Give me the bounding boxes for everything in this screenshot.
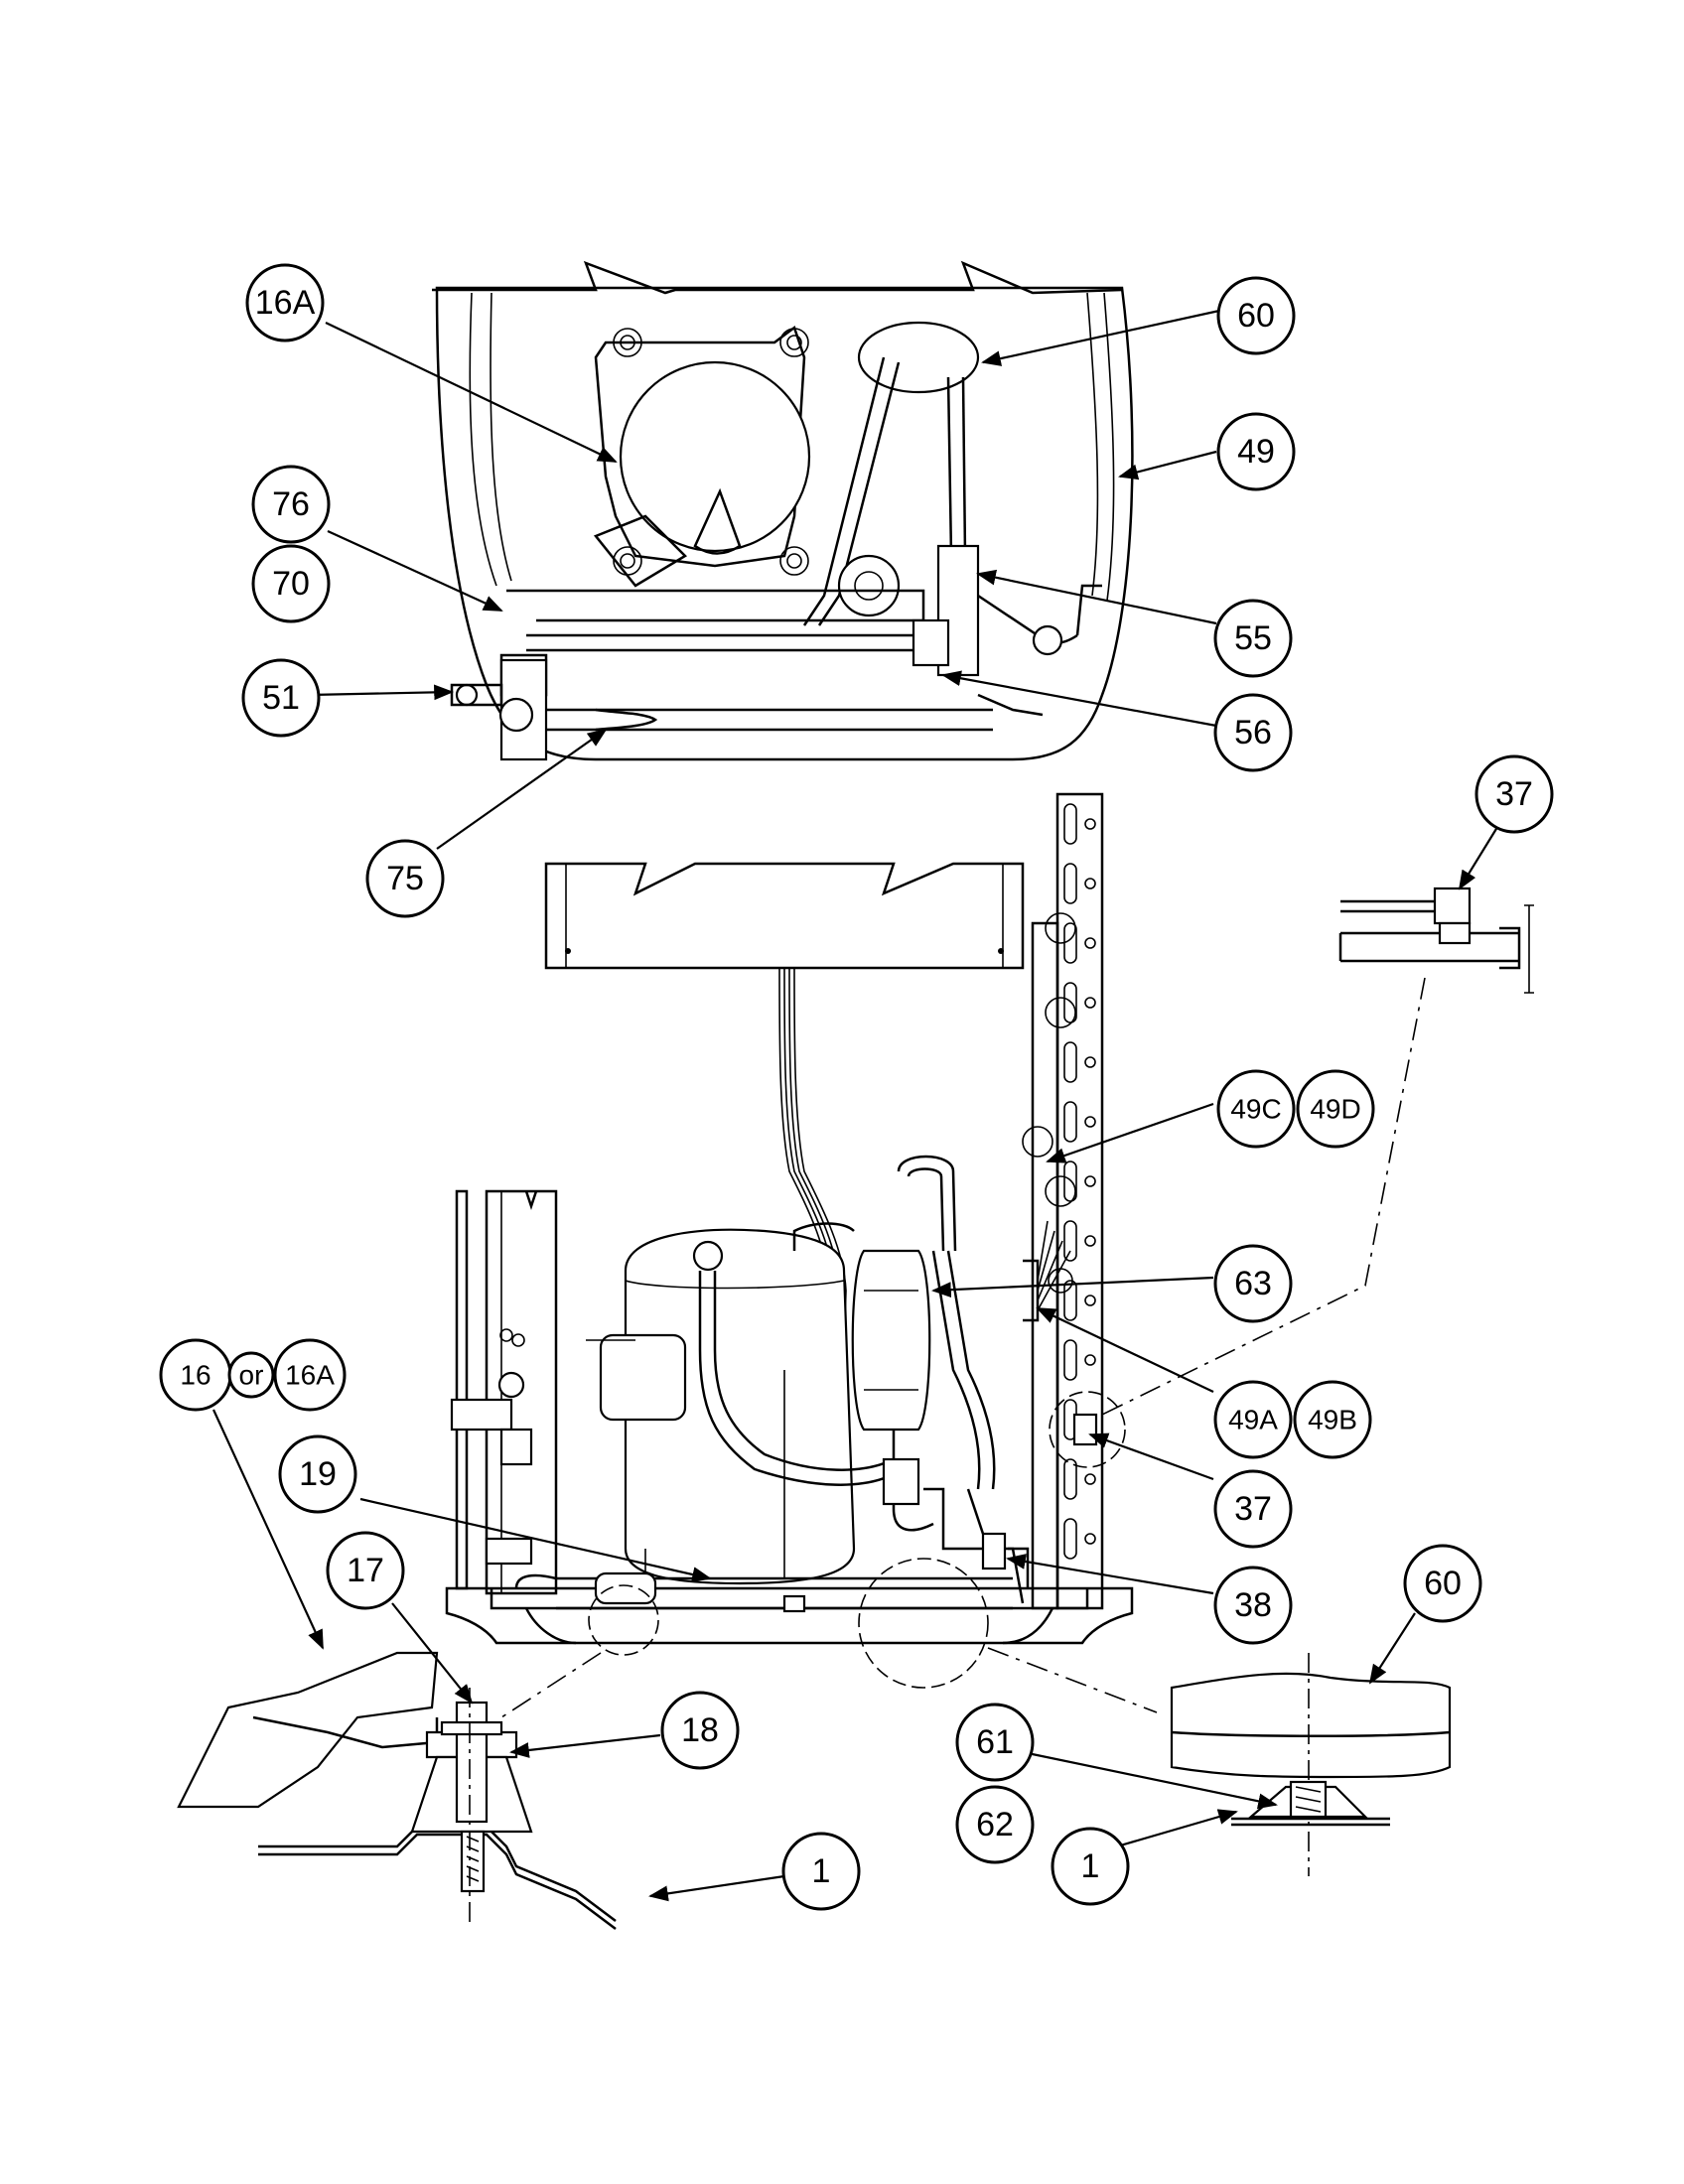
callout-19: 19 xyxy=(278,1434,357,1514)
callout-18: 18 xyxy=(660,1691,740,1770)
callout-label: or xyxy=(239,1360,264,1391)
callout-label: 76 xyxy=(272,485,310,523)
callout-60-top: 60 xyxy=(1216,276,1296,355)
callout-label: 49B xyxy=(1308,1405,1357,1435)
callout-label: 18 xyxy=(681,1711,719,1749)
callout-60-bottom: 60 xyxy=(1403,1544,1482,1623)
callout-or: or xyxy=(227,1351,275,1399)
callout-label: 16A xyxy=(285,1360,335,1391)
detail-leader-left xyxy=(500,1652,602,1718)
callout-label: 55 xyxy=(1234,619,1272,657)
callout-label: 1 xyxy=(812,1852,831,1890)
detail-mount-left xyxy=(177,1651,617,1930)
callout-label: 62 xyxy=(976,1806,1014,1843)
callout-16A-top: 16A xyxy=(245,263,325,342)
callout-label: 75 xyxy=(386,860,424,897)
callout-17: 17 xyxy=(326,1531,405,1610)
middle-assembly-drawing xyxy=(445,792,1134,1689)
detail-leader-37 xyxy=(1101,977,1426,1416)
detail-valve-37 xyxy=(1338,887,1534,994)
callout-label: 17 xyxy=(347,1552,384,1589)
callout-label: 60 xyxy=(1237,297,1275,335)
callout-label: 49D xyxy=(1310,1094,1360,1125)
callout-37-mid: 37 xyxy=(1213,1469,1293,1549)
callout-63: 63 xyxy=(1213,1244,1293,1323)
callout-16: 16 xyxy=(159,1338,232,1412)
callout-label: 51 xyxy=(262,679,300,717)
callout-label: 49C xyxy=(1230,1094,1281,1125)
callout-label: 49 xyxy=(1237,433,1275,471)
callout-49D: 49D xyxy=(1296,1069,1375,1149)
callout-56: 56 xyxy=(1213,693,1293,772)
callout-62: 62 xyxy=(955,1785,1035,1864)
detail-leader-right xyxy=(987,1647,1158,1713)
callout-label: 61 xyxy=(976,1723,1014,1761)
callout-label: 1 xyxy=(1081,1847,1100,1885)
callout-16A-bottom: 16A xyxy=(273,1338,347,1412)
callout-label: 16 xyxy=(180,1360,210,1391)
detail-mount-right xyxy=(1170,1653,1452,1876)
callout-37-top: 37 xyxy=(1474,754,1554,834)
callout-49A: 49A xyxy=(1213,1380,1293,1459)
callout-label: 60 xyxy=(1424,1565,1462,1602)
callout-61: 61 xyxy=(955,1703,1035,1782)
callout-label: 16A xyxy=(255,284,316,322)
callout-51: 51 xyxy=(241,658,321,738)
top-assembly-drawing xyxy=(432,260,1134,761)
callout-label: 49A xyxy=(1228,1405,1278,1435)
callout-label: 63 xyxy=(1234,1265,1272,1302)
callout-49: 49 xyxy=(1216,412,1296,491)
callout-label: 56 xyxy=(1234,714,1272,751)
callout-55: 55 xyxy=(1213,599,1293,678)
callout-label: 38 xyxy=(1234,1586,1272,1624)
callout-38: 38 xyxy=(1213,1566,1293,1645)
callout-label: 70 xyxy=(272,565,310,603)
callout-70: 70 xyxy=(251,544,331,623)
callout-label: 19 xyxy=(299,1455,337,1493)
callout-1-left: 1 xyxy=(781,1832,861,1911)
callout-49C: 49C xyxy=(1216,1069,1296,1149)
callout-76: 76 xyxy=(251,465,331,544)
callout-75: 75 xyxy=(365,839,445,918)
callout-1-right: 1 xyxy=(1051,1827,1130,1906)
callout-49B: 49B xyxy=(1293,1380,1372,1459)
callout-label: 37 xyxy=(1495,775,1533,813)
callout-label: 37 xyxy=(1234,1490,1272,1528)
leader-lines xyxy=(212,309,1500,1902)
